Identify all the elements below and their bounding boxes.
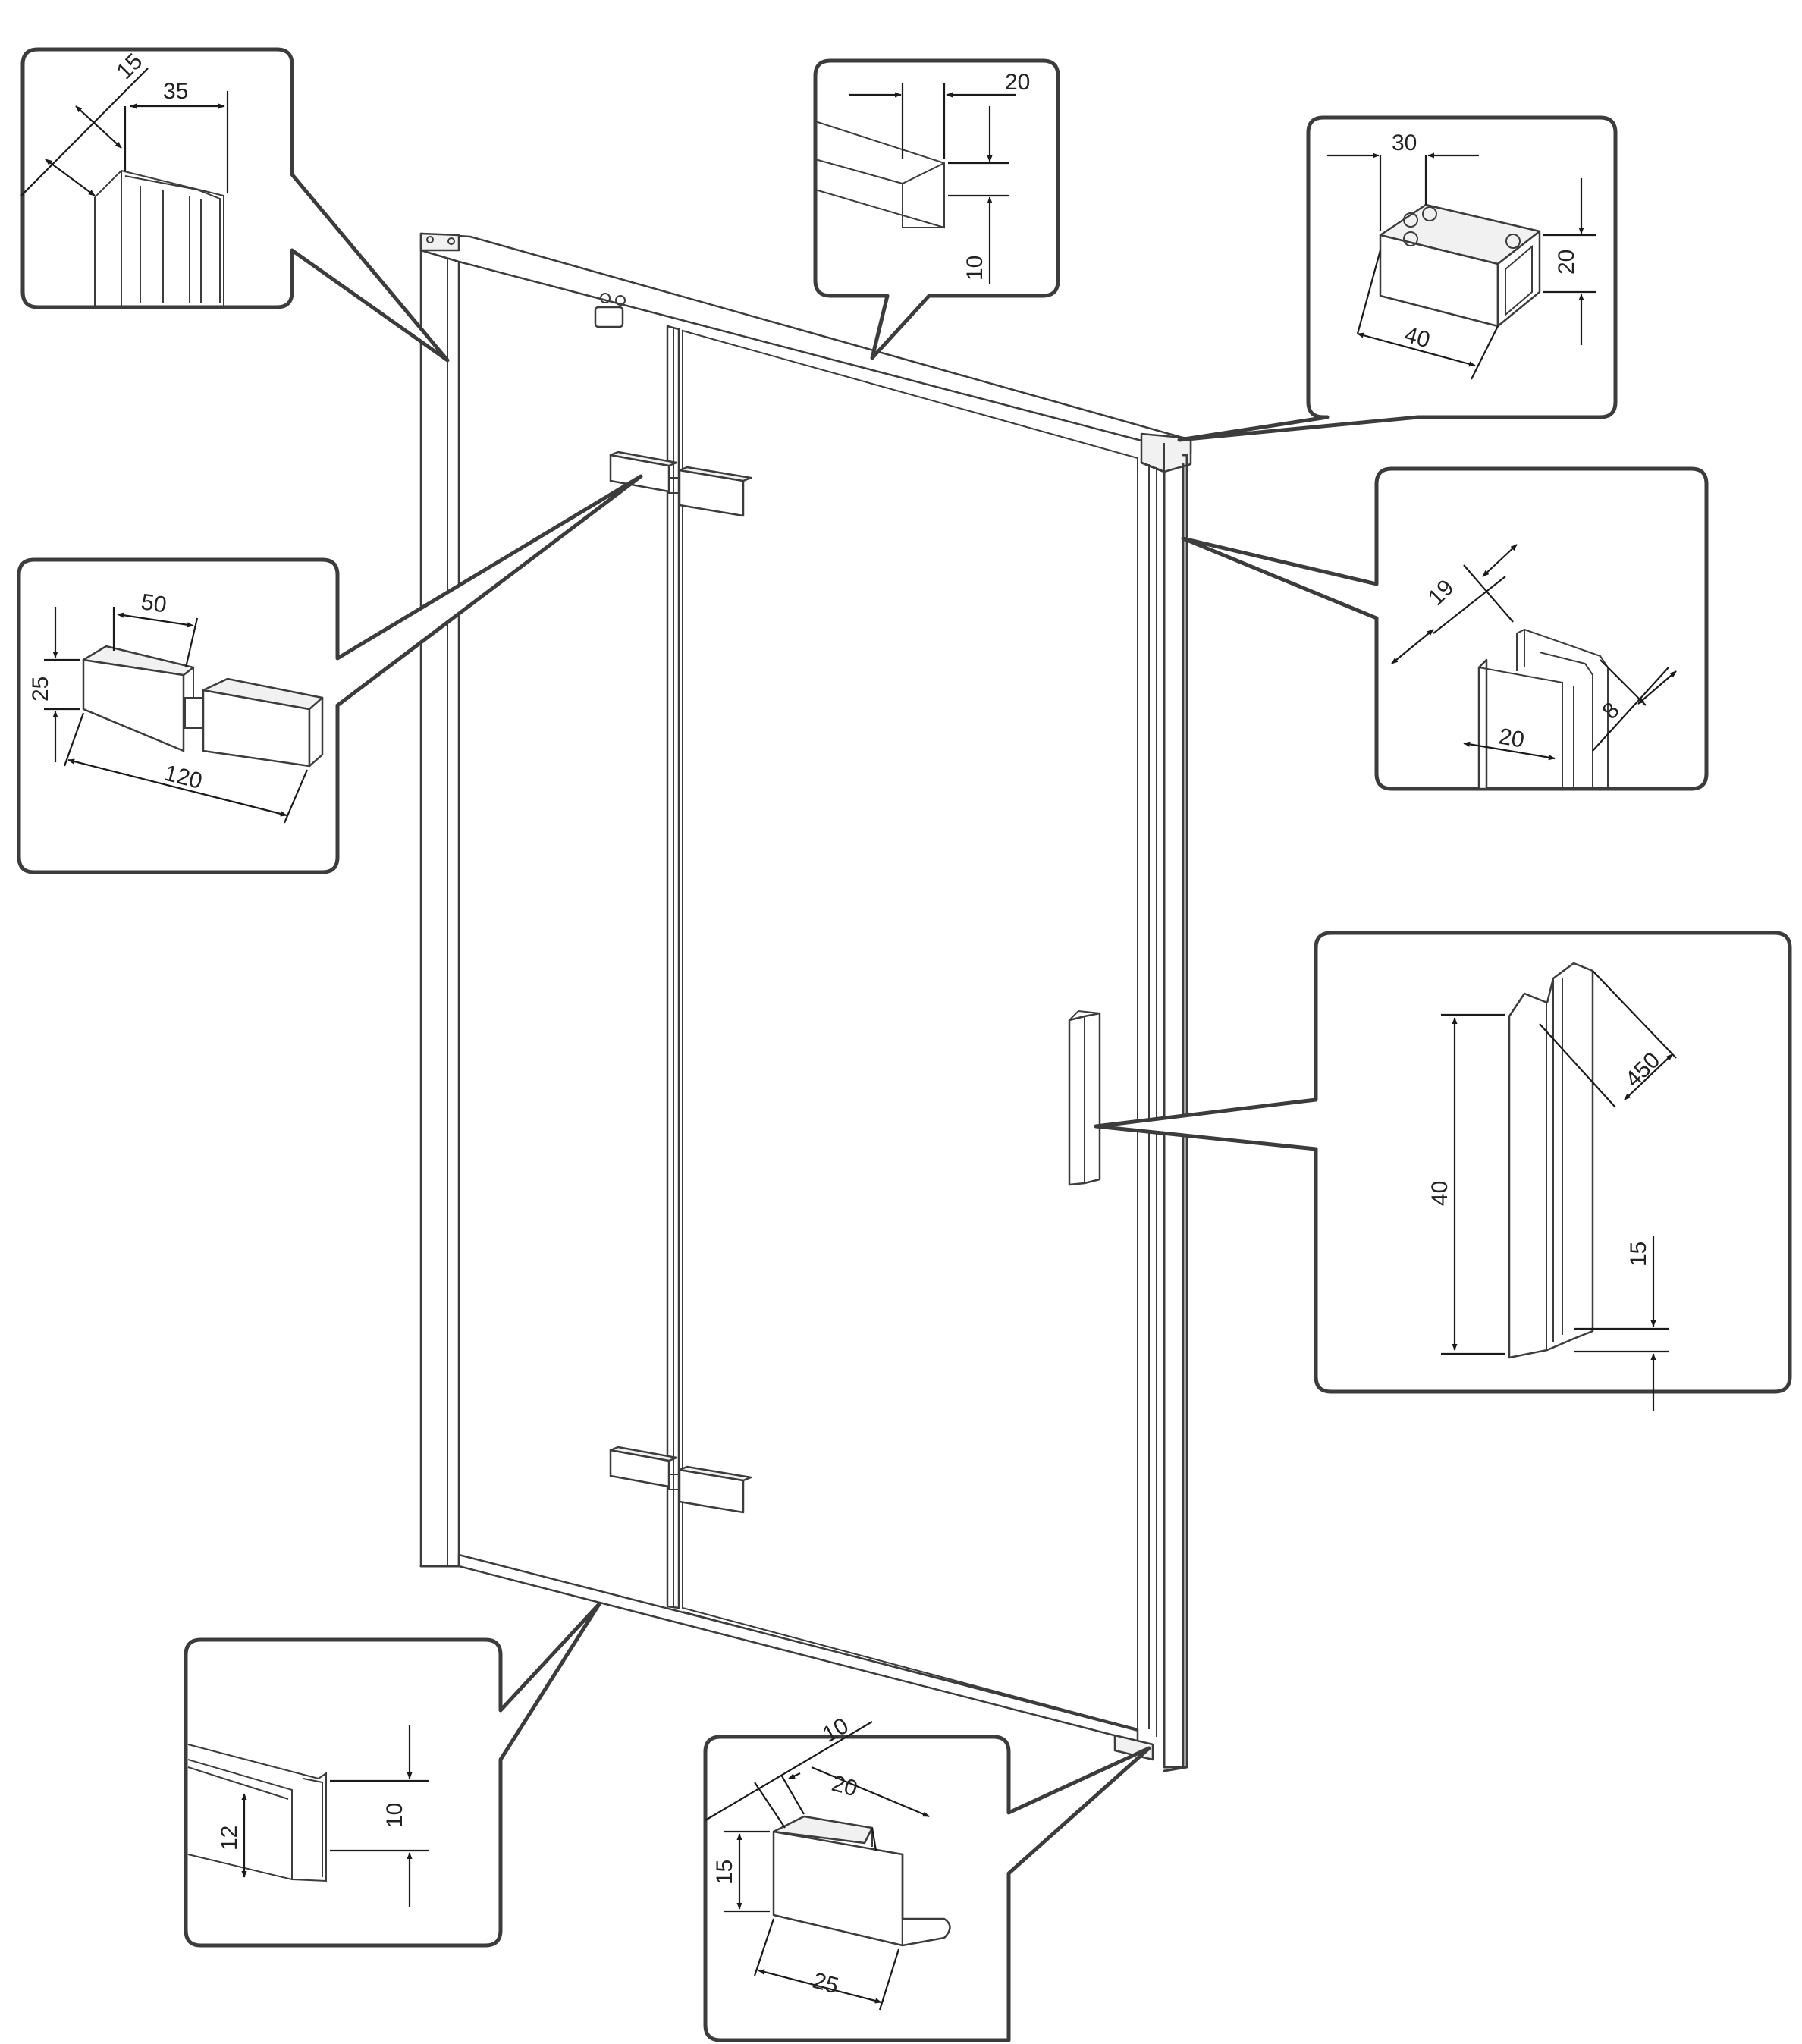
- hinge-lower: [609, 1446, 752, 1514]
- label-25-hinge: 25: [28, 677, 53, 702]
- right-wall-profile: [1163, 454, 1188, 1772]
- label-10: 10: [962, 256, 987, 281]
- label-20-connector: 20: [1554, 250, 1579, 275]
- callout-top-rail: 20 10: [813, 58, 1060, 360]
- top-rail: [419, 232, 1192, 455]
- hinge-upper: [609, 451, 752, 517]
- label-450: 40: [1427, 1181, 1452, 1206]
- callout-top-left-profile: 35 15: [20, 47, 450, 363]
- door-handle: [1068, 1009, 1101, 1186]
- top-left-connector: [419, 232, 460, 252]
- callout-floor-guide: 10 20 15 25: [703, 1713, 1151, 2042]
- callout-wall-profile: 19 8 20: [1181, 466, 1709, 791]
- callout-hinge: 50 25 120: [17, 474, 643, 874]
- callout-handle: 40 450 15: [1094, 931, 1792, 1411]
- left-wall-profile: [419, 249, 460, 1568]
- label-10-bottom: 10: [382, 1803, 407, 1828]
- label-12: 12: [217, 1826, 242, 1851]
- top-bracket: [594, 306, 624, 328]
- door-assembly: [419, 232, 1192, 1772]
- label-35: 35: [163, 79, 188, 104]
- label-50: 50: [140, 589, 168, 617]
- label-20: 20: [1005, 70, 1030, 95]
- callout-top-connector: 30 20 40: [1177, 115, 1618, 442]
- label-15-floor: 15: [712, 1860, 737, 1885]
- label-30: 30: [1392, 130, 1417, 155]
- label-20-wall: 20: [1497, 724, 1527, 752]
- label-15-handle: 15: [1626, 1242, 1651, 1267]
- callout-bottom-rail: 10 12: [184, 1602, 601, 1948]
